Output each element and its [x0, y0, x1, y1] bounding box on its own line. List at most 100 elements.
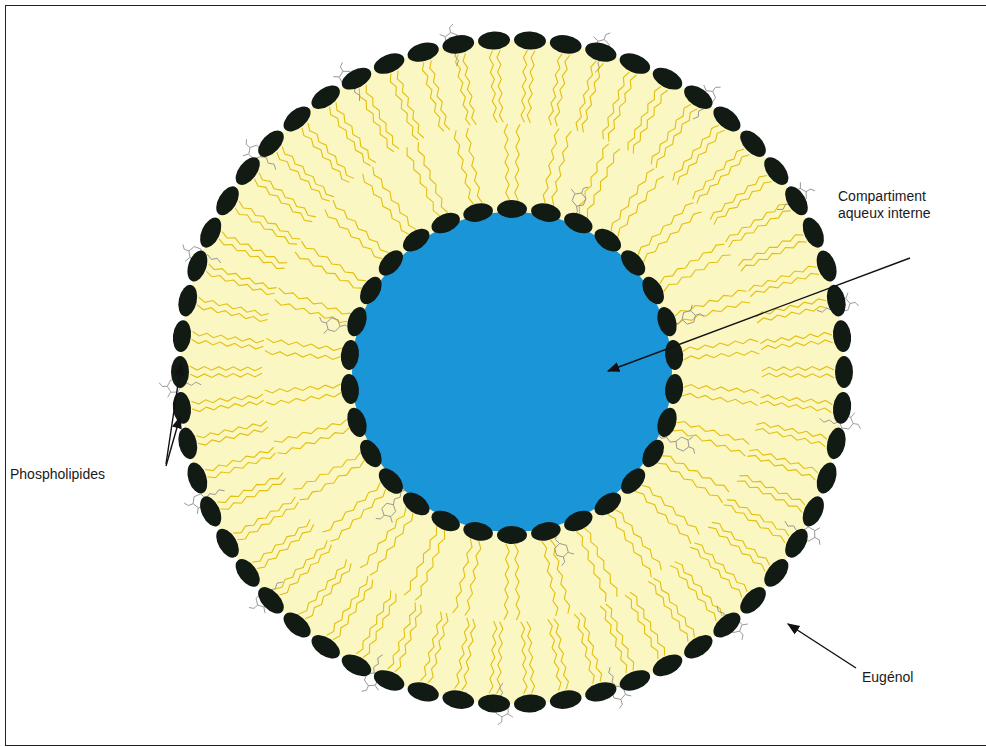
lipid-tail	[463, 53, 476, 124]
leader-line	[166, 417, 180, 466]
lipid-tail	[274, 419, 347, 442]
phospholipid-head	[428, 507, 463, 536]
phospholipid-head	[279, 608, 315, 642]
phospholipid-head	[253, 583, 288, 619]
phospholipid-head	[831, 319, 852, 353]
lipid-tail	[489, 621, 497, 693]
lipid-tail	[373, 167, 416, 230]
phospholipid-head	[428, 209, 463, 238]
lipid-tail	[587, 149, 620, 218]
lipid-tail	[521, 50, 527, 122]
lipid-tail	[684, 351, 760, 360]
eugenol-molecules	[159, 24, 863, 726]
lipid-tail	[430, 60, 450, 130]
lipid-tail	[552, 131, 571, 205]
phospholipid-head	[781, 182, 813, 219]
lipid-tail	[219, 239, 285, 269]
leader-lines	[166, 258, 910, 668]
eugenol-label: Eugénol	[862, 669, 962, 686]
phospholipid-head	[548, 33, 582, 56]
phospholipid-head	[617, 49, 653, 78]
lipid-tail	[466, 128, 482, 203]
phospholipid-label: Phospholipides	[10, 466, 140, 483]
lipid-tail	[600, 606, 627, 673]
phospholipid-head	[441, 33, 475, 56]
lipid-tail	[662, 456, 729, 492]
phospholipid-head	[344, 305, 370, 339]
lipid-tail	[515, 544, 520, 620]
phospholipid-head	[462, 201, 495, 225]
lipid-tail	[757, 306, 827, 323]
lipid-tail	[333, 580, 373, 640]
lipid-tail	[550, 540, 569, 614]
lipid-tail	[608, 75, 636, 142]
phospholipid-head	[680, 630, 717, 663]
lipid-tail	[674, 430, 746, 456]
phospholipid-head	[399, 488, 434, 520]
phospholipid-head	[338, 63, 375, 94]
lipid-tail	[360, 507, 406, 567]
lipid-tail	[295, 252, 362, 288]
phospholipid-head	[184, 460, 211, 496]
lipid-tail	[618, 176, 664, 236]
lipid-tail	[257, 524, 314, 568]
lipid-tail	[266, 392, 341, 404]
lipid-tail	[727, 500, 789, 536]
phospholipid-head	[561, 507, 596, 536]
phospholipid-head	[356, 436, 387, 471]
lipid-tail	[420, 612, 442, 681]
phospholipid-head	[171, 319, 192, 353]
phospholipid-head	[184, 248, 211, 284]
phospholipid-head	[649, 63, 686, 94]
lipid-tail	[694, 543, 747, 592]
lipid-tail	[254, 179, 312, 222]
lipid-tail	[584, 528, 617, 597]
lipid-tail	[302, 128, 349, 182]
lipid-tail	[683, 385, 759, 394]
lipid-tail	[750, 273, 819, 296]
lipid-tails	[190, 50, 834, 694]
phospholipid-head	[835, 356, 853, 388]
lipid-tail	[301, 241, 366, 281]
phospholipid-head	[735, 583, 770, 619]
phospholipid-head	[616, 464, 649, 498]
lipid-tail	[741, 242, 807, 272]
lipid-tail	[418, 142, 448, 212]
lipid-tail	[407, 147, 440, 216]
lipid-tail	[363, 174, 409, 234]
lipid-tail	[708, 527, 765, 571]
lipid-tail	[504, 124, 509, 200]
lipid-tail	[293, 453, 360, 489]
phospholipid-head	[176, 283, 200, 318]
phospholipid-head	[212, 182, 244, 219]
lipid-tail	[644, 212, 702, 261]
phospholipid-head	[709, 608, 745, 642]
lipid-tail	[527, 622, 535, 694]
lipid-tail	[331, 489, 386, 541]
lipid-tail	[190, 366, 262, 370]
lipid-tail	[762, 373, 834, 377]
phospholipid-head	[405, 679, 441, 705]
phospholipid-head	[680, 81, 717, 114]
phospholipid-head	[654, 405, 680, 439]
lipid-tail	[693, 149, 745, 199]
lipid-tail	[299, 559, 346, 613]
lipid-tail	[199, 297, 269, 315]
lipid-tail	[489, 51, 497, 123]
lipid-tail	[676, 421, 749, 444]
lipid-tail	[677, 130, 724, 184]
lipid-tail	[625, 595, 658, 659]
lipid-tail	[193, 332, 264, 343]
phospholipid-head	[307, 630, 344, 663]
lipid-tail	[710, 175, 767, 219]
phospholipid-head	[514, 694, 547, 714]
lipid-tail	[638, 203, 693, 255]
lipid-tail	[282, 146, 334, 196]
lipid-tail	[497, 50, 503, 122]
phospholipid-head	[212, 525, 244, 562]
lipid-tail	[576, 532, 606, 602]
phospholipid-head	[253, 126, 288, 162]
lipid-tail	[465, 541, 481, 616]
lipid-tail	[755, 429, 825, 447]
